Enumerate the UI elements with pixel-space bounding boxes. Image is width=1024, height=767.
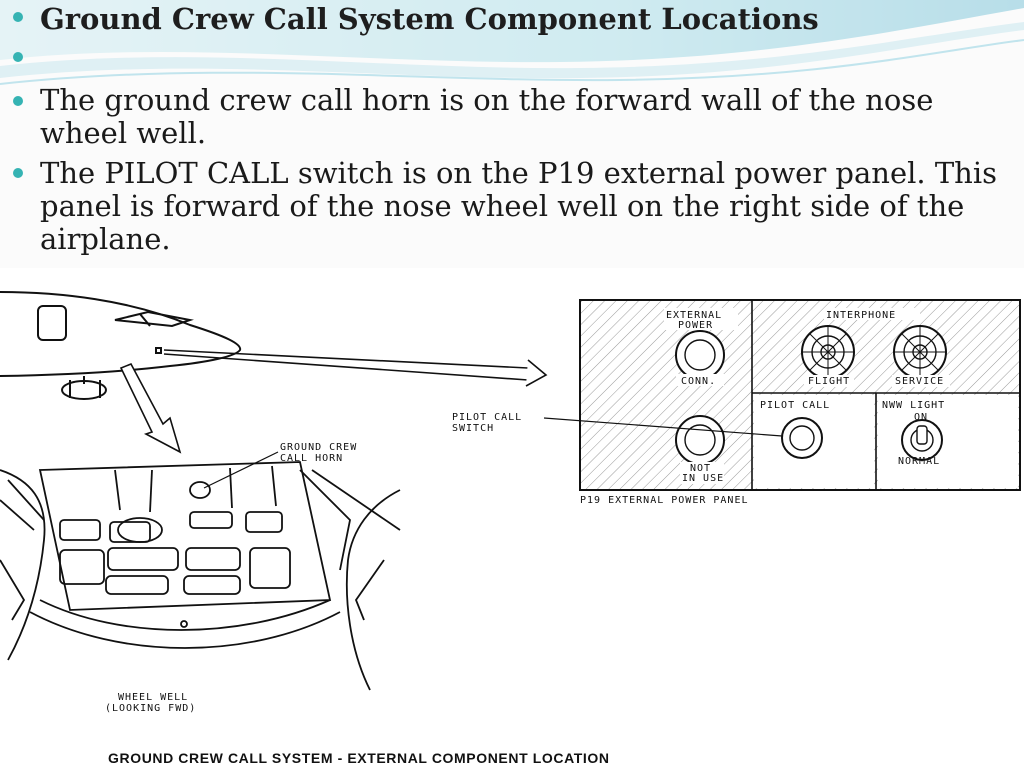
- external-power-connector: [675, 330, 725, 380]
- switch-callout-line2: SWITCH: [452, 423, 494, 434]
- nww-normal-label: NORMAL: [898, 456, 940, 467]
- flight-interphone-jack: [801, 325, 855, 379]
- pilot-call-panel-label: PILOT CALL: [760, 400, 830, 411]
- horn-leader-line: [203, 451, 279, 489]
- bullet-dot: [13, 96, 23, 106]
- external-power-label-line2: POWER: [678, 320, 713, 331]
- switch-callout-line1: PILOT CALL: [452, 412, 522, 423]
- arrow-to-p19-panel: [163, 349, 548, 387]
- external-power-label-line1: EXTERNAL: [666, 310, 722, 321]
- nww-on-label: ON: [914, 412, 928, 423]
- interphone-label: INTERPHONE: [826, 310, 896, 321]
- arrow-to-wheel-well: [119, 362, 182, 454]
- wheel-well-label-line2: (LOOKING FWD): [105, 703, 196, 714]
- bullet-dot: [13, 52, 23, 62]
- bullet-text-horn: The ground crew call horn is on the forw…: [40, 83, 934, 150]
- not-in-use-label-line2: IN USE: [682, 473, 724, 484]
- bullet-dot: [13, 168, 23, 178]
- slide-title: Ground Crew Call System Component Locati…: [40, 2, 819, 36]
- figure-caption: GROUND CREW CALL SYSTEM - EXTERNAL COMPO…: [108, 750, 610, 766]
- horn-callout-line1: GROUND CREW: [280, 442, 357, 453]
- horn-callout-line2: CALL HORN: [280, 453, 343, 464]
- nww-light-toggle-switch: [901, 419, 943, 461]
- bullet-text-switch: The PILOT CALL switch is on the P19 exte…: [40, 156, 997, 256]
- text-area: [0, 0, 1024, 268]
- not-in-use-connector: [675, 415, 725, 465]
- p19-panel-label: P19 EXTERNAL POWER PANEL: [580, 495, 749, 506]
- component-location-diagram: GROUND CREW CALL HORN PILOT CALL SWITCH …: [0, 291, 1021, 714]
- nww-light-label: NWW LIGHT: [882, 400, 945, 411]
- p19-external-power-panel: [543, 299, 1021, 491]
- pilot-call-switch: [781, 417, 823, 459]
- nose-wheel-well-drawing: [0, 461, 401, 691]
- service-label: SERVICE: [895, 376, 944, 387]
- not-in-use-label-line1: NOT: [690, 463, 711, 474]
- airplane-nose-drawing: [0, 291, 242, 400]
- wheel-well-label-line1: WHEEL WELL: [118, 692, 188, 703]
- bullet-dot: [13, 12, 23, 22]
- service-interphone-jack: [893, 325, 947, 379]
- flight-label: FLIGHT: [808, 376, 850, 387]
- conn-label: CONN.: [681, 376, 716, 387]
